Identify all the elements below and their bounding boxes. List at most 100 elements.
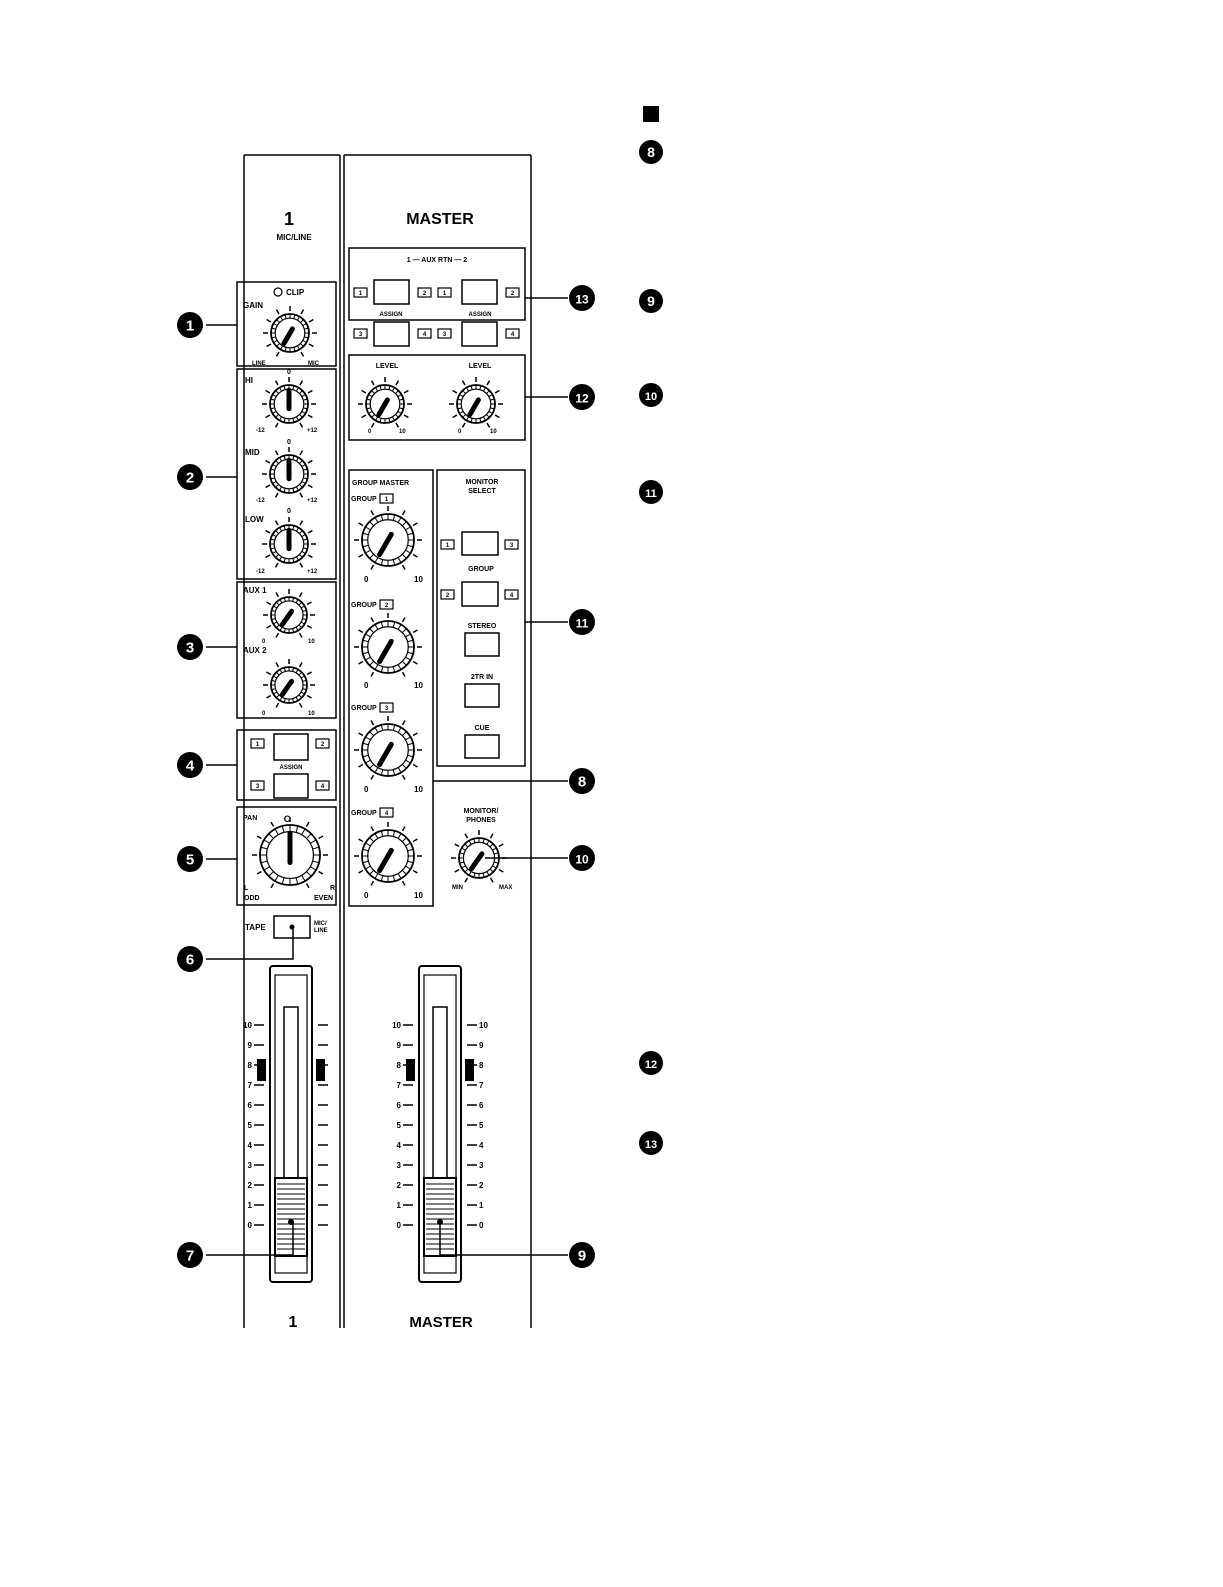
knob-tick bbox=[412, 553, 418, 558]
callout-7-badge bbox=[177, 1242, 203, 1268]
svg-text:1: 1 bbox=[385, 497, 389, 503]
auxrtn2-assign-button-1-2[interactable] bbox=[461, 279, 498, 305]
knob-serration bbox=[482, 838, 485, 844]
knob-serration bbox=[369, 553, 375, 559]
aux1-knob[interactable] bbox=[263, 589, 315, 638]
knob-tick bbox=[270, 821, 275, 827]
knob-serration bbox=[407, 532, 414, 536]
knob-serration bbox=[275, 414, 279, 418]
monitor-2tr-in-button[interactable] bbox=[464, 683, 500, 708]
group2-master-knob[interactable] bbox=[354, 613, 422, 677]
knob-tick bbox=[306, 624, 312, 629]
master-fader[interactable] bbox=[418, 965, 462, 1283]
monitor-key-4 bbox=[504, 589, 519, 600]
knob-serration bbox=[401, 628, 407, 634]
knob-serration bbox=[312, 860, 320, 864]
pan-left-label: L bbox=[244, 885, 249, 892]
knob-serration bbox=[459, 852, 465, 855]
callout-7-number: 7 bbox=[186, 1248, 194, 1265]
knob-tick bbox=[370, 720, 375, 726]
eq-hi-label: HI bbox=[245, 376, 253, 385]
knob-tick bbox=[275, 702, 280, 708]
knob-serration bbox=[279, 416, 283, 421]
aux-rtn-label: 1 — AUX RTN — 2 bbox=[407, 257, 468, 264]
eq-hi-knob[interactable] bbox=[262, 377, 316, 428]
knob-serration bbox=[380, 621, 384, 628]
knob-tick bbox=[266, 343, 272, 348]
scale-label-right: 1 bbox=[479, 1201, 484, 1210]
knob-serration bbox=[271, 336, 276, 339]
pan-odd-label: ODD bbox=[244, 895, 260, 902]
mic-line-label-2: LINE bbox=[314, 928, 328, 934]
knob-tick bbox=[370, 774, 375, 780]
knob-tick bbox=[370, 510, 375, 516]
auxrtn2-key-3 bbox=[437, 328, 452, 339]
knob-serration bbox=[292, 455, 295, 460]
eq-low-knob[interactable] bbox=[262, 517, 316, 568]
knob-tick bbox=[412, 522, 418, 527]
knob-serration bbox=[295, 457, 299, 462]
svg-text:1: 1 bbox=[359, 291, 363, 297]
knob-serration bbox=[260, 846, 268, 850]
aux2-knob[interactable] bbox=[263, 659, 315, 708]
knob-serration bbox=[299, 460, 303, 464]
auxrtn1-assign-button-1-2[interactable] bbox=[373, 279, 410, 305]
knob-serration bbox=[275, 530, 279, 534]
knob-serration bbox=[374, 624, 379, 630]
eq-mid-knob[interactable] bbox=[262, 447, 316, 498]
knob-serration bbox=[380, 559, 384, 566]
knob-serration bbox=[379, 418, 382, 423]
monitor-group-label: GROUP bbox=[468, 566, 494, 573]
knob-tick bbox=[307, 414, 313, 419]
knob-serration bbox=[392, 724, 396, 731]
aux-rtn2-level-knob[interactable] bbox=[449, 377, 503, 428]
knob-serration bbox=[462, 390, 466, 394]
group2-label: GROUP bbox=[351, 602, 377, 609]
knob-serration bbox=[369, 660, 375, 666]
auxrtn1-key-2 bbox=[417, 287, 432, 298]
knob-tick bbox=[358, 553, 364, 558]
channel-fader[interactable] bbox=[269, 965, 313, 1283]
callout-10-badge bbox=[569, 845, 595, 871]
group1-master-knob[interactable] bbox=[354, 506, 422, 570]
knob-tick bbox=[305, 883, 310, 889]
group4-master-knob[interactable] bbox=[354, 822, 422, 886]
knob-serration bbox=[380, 769, 384, 776]
gain-knob[interactable] bbox=[263, 306, 317, 357]
svg-text:4: 4 bbox=[510, 593, 514, 599]
assign-button-1-2[interactable] bbox=[273, 733, 309, 761]
monitor-phones-knob[interactable] bbox=[451, 830, 507, 883]
monitor-group-1-3-button[interactable] bbox=[461, 531, 499, 556]
knob-serration bbox=[284, 347, 287, 352]
level2-max: 10 bbox=[490, 429, 497, 435]
knob-tick bbox=[299, 380, 304, 386]
group2-min: 0 bbox=[364, 681, 369, 690]
auxrtn1-assign-button-3-4[interactable] bbox=[373, 321, 410, 347]
knob-serration bbox=[275, 694, 280, 699]
knob-tick bbox=[361, 389, 367, 394]
knob-tick bbox=[370, 880, 375, 886]
knob-pointer bbox=[377, 741, 394, 768]
knob-serration bbox=[397, 767, 402, 773]
knob-tick bbox=[266, 318, 272, 323]
auxrtn2-assign-button-3-4[interactable] bbox=[461, 321, 498, 347]
knob-tick bbox=[494, 389, 500, 394]
eq-mid-center: 0 bbox=[287, 439, 291, 446]
aux-rtn1-level-knob[interactable] bbox=[358, 377, 412, 428]
group3-master-knob[interactable] bbox=[354, 716, 422, 780]
knob-serration bbox=[391, 416, 395, 421]
monitor-group-2-4-button[interactable] bbox=[461, 581, 499, 607]
knob-serration bbox=[295, 669, 299, 674]
monitor-stereo-button[interactable] bbox=[464, 632, 500, 657]
knob-serration bbox=[392, 830, 396, 837]
assign-button-3-4[interactable] bbox=[273, 773, 309, 799]
assign-key-4 bbox=[315, 780, 330, 791]
knob-pointer bbox=[467, 397, 481, 418]
knob-tick bbox=[461, 380, 466, 386]
monitor-cue-button[interactable] bbox=[464, 734, 500, 759]
pan-knob[interactable] bbox=[252, 817, 328, 889]
knob-serration bbox=[399, 407, 404, 410]
group-master-section bbox=[348, 469, 434, 907]
knob-tick bbox=[370, 671, 375, 677]
knob-serration bbox=[268, 833, 274, 839]
